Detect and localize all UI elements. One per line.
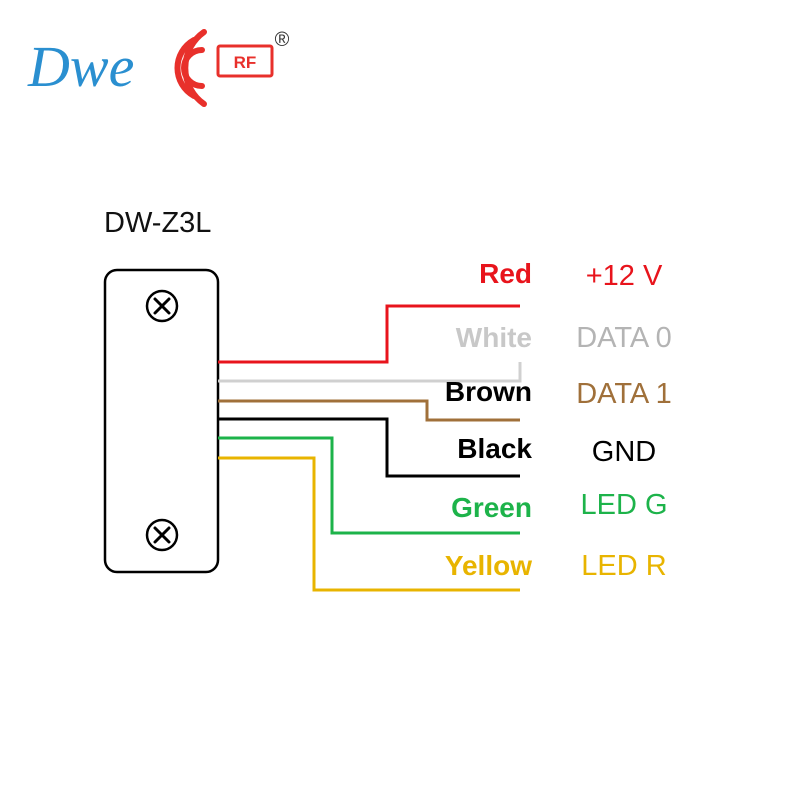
wire-yellow (218, 456, 520, 592)
screw-bottom-icon (145, 518, 179, 552)
wire-group (218, 304, 522, 592)
function-label-red: +12 V (586, 260, 663, 292)
brand-logo: Dwe RF ® (27, 29, 290, 107)
wire-label-black: Black (457, 433, 532, 464)
wifi-arcs-icon (174, 29, 207, 107)
device-model-label: DW-Z3L (104, 207, 211, 239)
wire-label-brown: Brown (445, 376, 532, 407)
wire-label-green: Green (451, 492, 532, 523)
function-label-yellow: LED R (581, 550, 666, 582)
wire-label-red: Red (479, 258, 532, 289)
wire-brown (218, 399, 520, 422)
registered-mark: ® (275, 29, 290, 51)
wire-label-white: White (456, 322, 532, 353)
screw-top-icon (145, 289, 179, 323)
wire-red (218, 304, 520, 364)
function-label-black: GND (592, 436, 656, 468)
reader-body (103, 268, 220, 574)
logo-wordmark: Dwe (27, 34, 134, 99)
wire-green (218, 436, 520, 535)
wire-black (218, 417, 520, 478)
logo-rf-text: RF (234, 53, 257, 72)
function-label-group: +12 V DATA 0 DATA 1 GND LED G LED R (576, 260, 672, 582)
wire-white (218, 362, 522, 383)
function-label-white: DATA 0 (576, 322, 672, 354)
function-label-green: LED G (580, 489, 667, 521)
function-label-brown: DATA 1 (576, 378, 672, 410)
wire-label-yellow: Yellow (445, 550, 532, 581)
logo-rf-badge (216, 44, 274, 78)
